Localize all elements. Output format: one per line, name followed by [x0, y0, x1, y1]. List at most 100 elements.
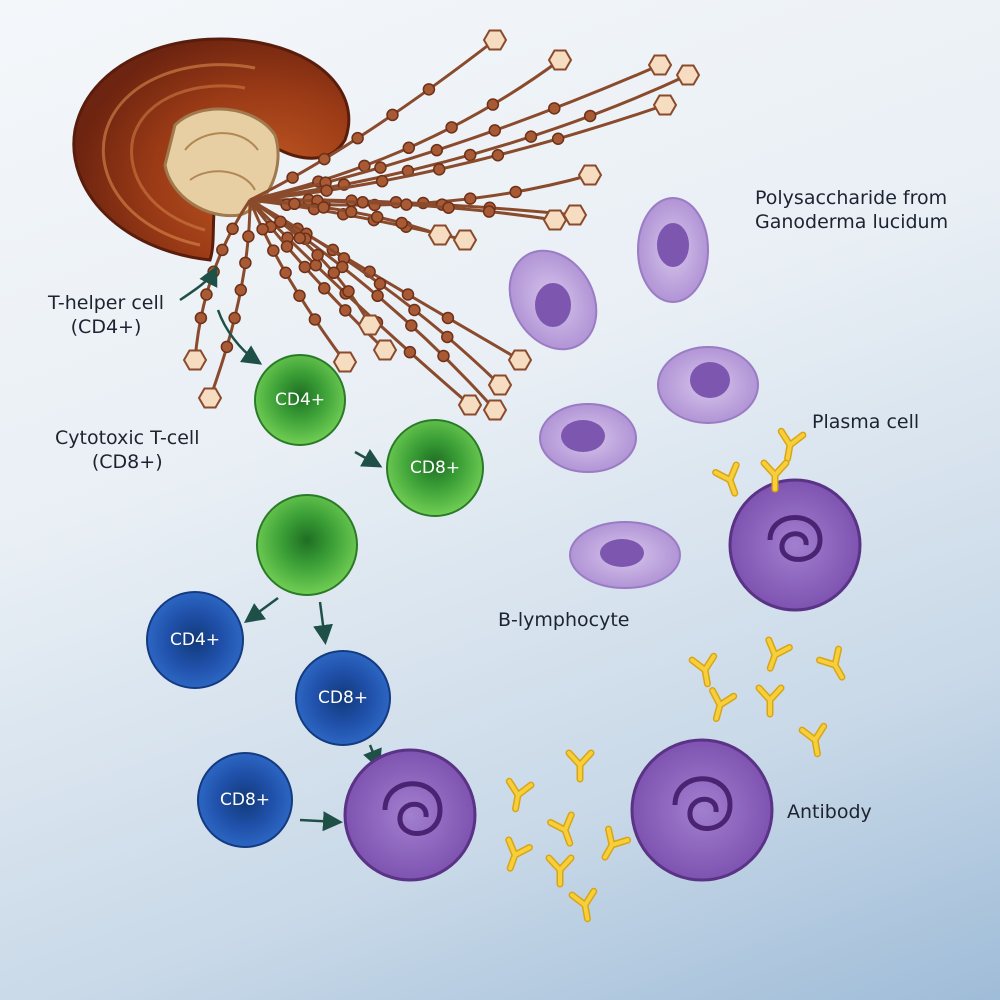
sugar-bead	[309, 258, 323, 272]
sugar-bead	[239, 256, 252, 270]
arrow	[299, 811, 343, 832]
sugar-bead	[216, 243, 229, 257]
antibody-icon	[688, 652, 718, 688]
label-line: Ganoderma lucidum	[755, 211, 949, 233]
sugar-bead	[320, 184, 333, 197]
polysaccharide-chains	[182, 29, 701, 421]
sugar-bead	[548, 102, 561, 115]
sugar-bead	[395, 216, 408, 230]
hexagon-sugar-icon	[652, 94, 678, 116]
antibodies	[505, 427, 846, 923]
antibody-icon	[568, 887, 598, 923]
b-lymphocyte-cell	[508, 249, 598, 351]
sugar-bead	[488, 124, 502, 137]
sugar-bead	[405, 319, 418, 332]
label-line: (CD4+)	[70, 316, 142, 338]
antibody-icon	[505, 777, 535, 813]
hexagon-sugar-icon	[577, 164, 603, 186]
label-line: Cytotoxic T-cell	[55, 427, 200, 449]
sugar-bead	[430, 143, 444, 157]
polysaccharide-chain	[248, 199, 358, 373]
sugar-bead	[298, 260, 312, 274]
sugar-bead	[402, 141, 416, 155]
sugar-bead	[389, 195, 403, 209]
sugar-bead	[370, 210, 384, 224]
plasma-cell	[630, 738, 774, 882]
plasma-cell	[343, 748, 477, 882]
b-lymphocyte-cell	[539, 403, 637, 473]
sugar-bead	[432, 163, 446, 176]
antibody-icon	[777, 427, 807, 463]
antibody-icon	[505, 836, 533, 872]
antibody-icon	[708, 687, 738, 723]
plasma-cell-label: Plasma cell	[812, 411, 920, 433]
sugar-bead	[339, 304, 352, 317]
cytotoxic-label: Cytotoxic T-cell (CD8+)	[55, 426, 200, 474]
sugar-bead	[445, 121, 458, 134]
sugar-bead	[356, 196, 369, 209]
hexagon-sugar-icon	[507, 349, 533, 371]
green-cd4-cell: CD4+	[254, 354, 346, 446]
polysaccharide-chain	[249, 94, 678, 202]
sugar-bead	[551, 132, 565, 145]
b-lymphocyte-cell	[569, 521, 681, 589]
sugar-bead	[374, 161, 387, 174]
sugar-bead	[228, 311, 241, 325]
hexagon-sugar-icon	[647, 54, 673, 76]
polysaccharide-chain	[249, 198, 383, 336]
polysaccharide-label: Polysaccharide from Ganoderma lucidum	[755, 186, 948, 234]
b-lymphocytes	[508, 197, 759, 589]
cell-label: CD8+	[220, 790, 270, 810]
sugar-bead	[344, 205, 358, 219]
sugar-bead	[437, 349, 450, 363]
antibody-label: Antibody	[787, 801, 872, 823]
sugar-bead	[286, 171, 299, 184]
hexagon-sugar-icon	[357, 314, 383, 336]
antibody-icon	[712, 461, 740, 497]
sugar-bead	[375, 174, 389, 188]
sugar-bead	[279, 266, 292, 280]
green-cd8-cell: CD8+	[386, 419, 484, 517]
sugar-bead	[288, 197, 301, 211]
b-lymphocyte-cell	[657, 346, 759, 424]
sugar-bead	[408, 303, 421, 317]
hexagon-sugar-icon	[457, 394, 483, 416]
sugar-bead	[274, 215, 287, 229]
antibody-icon	[547, 811, 575, 847]
sugar-bead	[509, 185, 522, 199]
sugar-bead	[256, 222, 269, 236]
b-lymphocyte-cell	[637, 197, 709, 303]
arrow	[354, 448, 383, 468]
hexagon-sugar-icon	[482, 29, 508, 51]
hexagon-sugar-icon	[182, 349, 208, 371]
arrows	[179, 265, 383, 832]
sugar-bead	[234, 283, 248, 297]
sugar-bead	[308, 313, 322, 326]
label-line: Polysaccharide from	[755, 187, 948, 209]
sugar-bead	[463, 148, 477, 162]
plasma-cells	[343, 478, 862, 882]
hexagon-sugar-icon	[372, 339, 398, 361]
sugar-bead	[293, 231, 307, 245]
hexagon-sugar-icon	[482, 399, 508, 421]
blue-cd8-cell: CD8+	[295, 650, 391, 746]
arrow	[243, 596, 279, 623]
sugar-bead	[351, 131, 364, 145]
polysaccharide-chain	[249, 64, 701, 202]
polysaccharide-chain	[249, 49, 573, 202]
sugar-bead	[373, 277, 387, 291]
sugar-bead	[336, 260, 349, 274]
cell-label: CD8+	[318, 688, 368, 708]
sugar-bead	[441, 311, 455, 325]
sugar-bead	[400, 198, 413, 211]
sugar-bead	[482, 205, 496, 218]
sugar-bead	[463, 192, 477, 205]
blue-cd8-cell: CD8+	[197, 752, 293, 848]
label-line: (CD8+)	[91, 451, 163, 473]
sugar-bead	[242, 230, 255, 243]
plasma-cell	[728, 478, 862, 612]
antibody-icon	[565, 749, 595, 783]
hexagon-sugar-icon	[562, 204, 588, 226]
hexagon-sugar-icon	[542, 209, 568, 231]
